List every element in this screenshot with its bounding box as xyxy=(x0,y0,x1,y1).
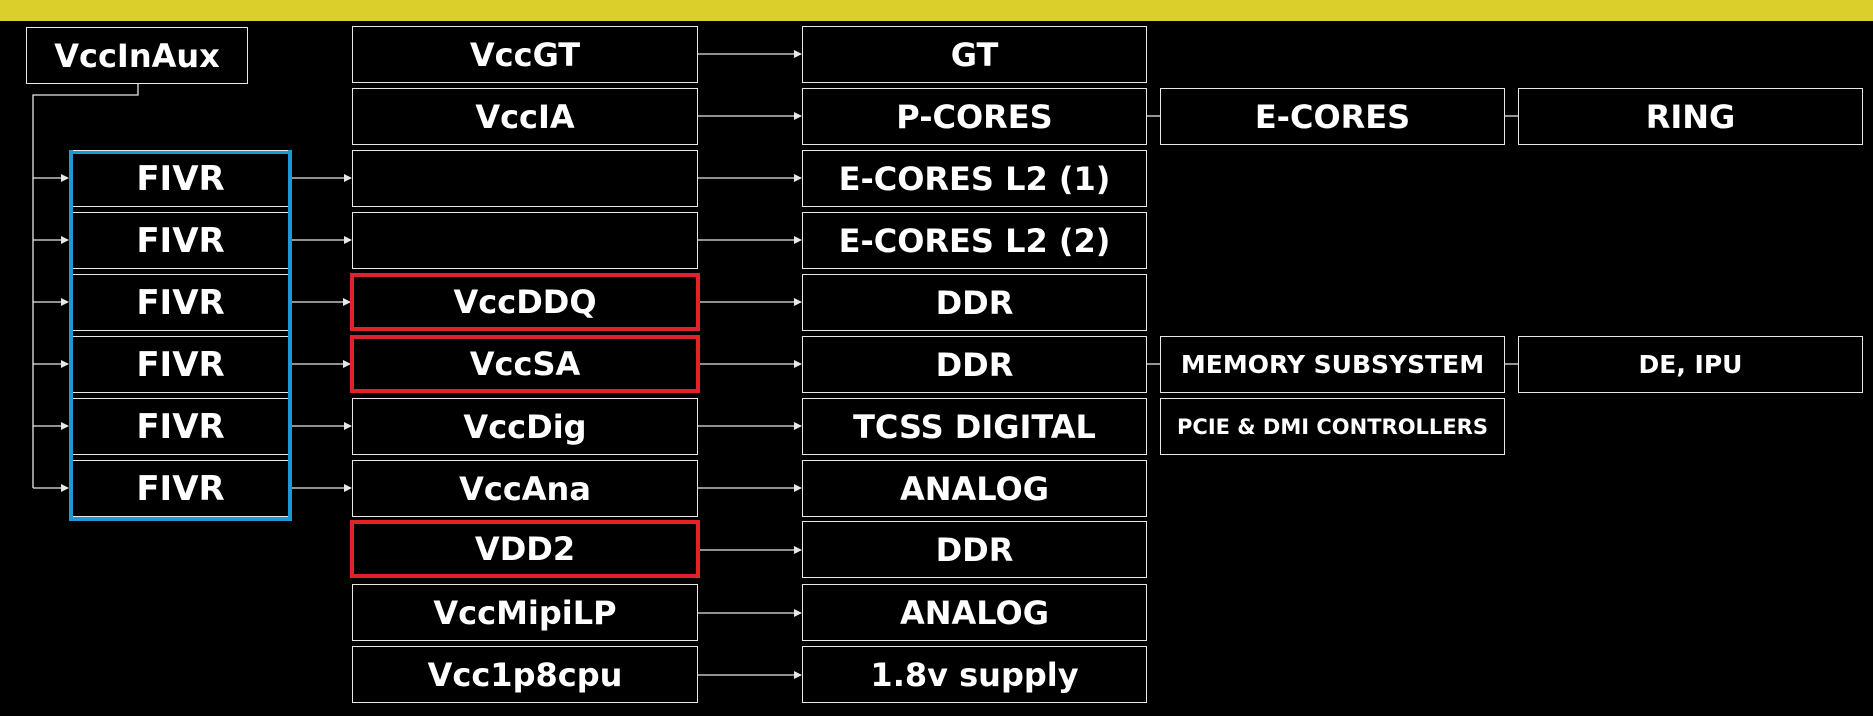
load-analog-2-label: ANALOG xyxy=(899,593,1050,632)
load-1p8v-supply: 1.8v supply xyxy=(802,646,1147,703)
fivr-box-5: FIVR xyxy=(73,398,288,455)
load-ddr-1: DDR xyxy=(802,274,1147,331)
load-e-cores-l2-1-label: E-CORES L2 (1) xyxy=(838,159,1111,198)
rail-vccddq-label: VccDDQ xyxy=(453,283,597,321)
vccinaux-box: VccInAux xyxy=(26,27,248,84)
load-p-cores: P-CORES xyxy=(802,88,1147,145)
rail-vccdig-label: VccDig xyxy=(463,407,587,446)
load-1p8v-supply-label: 1.8v supply xyxy=(870,655,1079,694)
load-analog-2: ANALOG xyxy=(802,584,1147,641)
extra-ring-label: RING xyxy=(1645,97,1736,136)
load-ddr-2-label: DDR xyxy=(935,345,1014,384)
rail-vccdig: VccDig xyxy=(352,398,698,455)
load-ddr-3-label: DDR xyxy=(935,530,1014,569)
rail-vccsa-label: VccSA xyxy=(469,345,581,383)
load-e-cores-l2-1: E-CORES L2 (1) xyxy=(802,150,1147,207)
rail-empty-1 xyxy=(352,150,698,207)
source-bus-line xyxy=(32,84,139,488)
extra-memory-subsystem: MEMORY SUBSYSTEM xyxy=(1160,336,1505,393)
fivr-box-3: FIVR xyxy=(73,274,288,331)
load-p-cores-label: P-CORES xyxy=(896,97,1053,136)
rail-vccgt-label: VccGT xyxy=(469,35,581,74)
load-e-cores-l2-2-label: E-CORES L2 (2) xyxy=(838,221,1111,260)
rail-vccmipilp-label: VccMipiLP xyxy=(433,593,617,632)
fivr-label-3: FIVR xyxy=(136,282,225,323)
load-e-cores-l2-2: E-CORES L2 (2) xyxy=(802,212,1147,269)
rail-vcc1p8cpu-label: Vcc1p8cpu xyxy=(427,655,623,694)
fivr-box-6: FIVR xyxy=(73,460,288,517)
fivr-label-4: FIVR xyxy=(136,344,225,385)
fivr-label-5: FIVR xyxy=(136,406,225,447)
fivr-box-1: FIVR xyxy=(73,150,288,207)
load-tcss-digital: TCSS DIGITAL xyxy=(802,398,1147,455)
fivr-label-2: FIVR xyxy=(136,220,225,261)
fivr-group-frame xyxy=(69,150,292,521)
rail-vccmipilp: VccMipiLP xyxy=(352,584,698,641)
load-analog-1: ANALOG xyxy=(802,460,1147,517)
extra-de-ipu-label: DE, IPU xyxy=(1638,350,1743,379)
header-bar xyxy=(0,0,1873,21)
fivr-label-6: FIVR xyxy=(136,468,225,509)
extra-pcie-dmi-label: PCIE & DMI CONTROLLERS xyxy=(1177,414,1488,439)
rail-vccia-label: VccIA xyxy=(475,97,575,136)
extra-pcie-dmi: PCIE & DMI CONTROLLERS xyxy=(1160,398,1505,455)
load-ddr-2: DDR xyxy=(802,336,1147,393)
rail-vccddq: VccDDQ xyxy=(350,273,700,331)
load-ddr-3: DDR xyxy=(802,521,1147,578)
rail-vccgt: VccGT xyxy=(352,26,698,83)
extra-e-cores-label: E-CORES xyxy=(1254,97,1411,136)
extra-e-cores: E-CORES xyxy=(1160,88,1505,145)
extra-memory-subsystem-label: MEMORY SUBSYSTEM xyxy=(1180,350,1485,379)
rail-vcc1p8cpu: Vcc1p8cpu xyxy=(352,646,698,703)
fivr-label-1: FIVR xyxy=(136,158,225,199)
load-gt-label: GT xyxy=(950,35,999,74)
load-tcss-digital-label: TCSS DIGITAL xyxy=(853,407,1096,446)
rail-vdd2: VDD2 xyxy=(350,520,700,578)
rail-vccana: VccAna xyxy=(352,460,698,517)
rail-vccsa: VccSA xyxy=(350,335,700,393)
extra-de-ipu: DE, IPU xyxy=(1518,336,1863,393)
rail-vccia: VccIA xyxy=(352,88,698,145)
fivr-box-4: FIVR xyxy=(73,336,288,393)
fivr-box-2: FIVR xyxy=(73,212,288,269)
rail-vdd2-label: VDD2 xyxy=(474,530,576,568)
load-gt: GT xyxy=(802,26,1147,83)
rail-empty-2 xyxy=(352,212,698,269)
vccinaux-label: VccInAux xyxy=(54,36,220,75)
load-ddr-1-label: DDR xyxy=(935,283,1014,322)
extra-ring: RING xyxy=(1518,88,1863,145)
rail-vccana-label: VccAna xyxy=(459,469,591,508)
load-analog-1-label: ANALOG xyxy=(899,469,1050,508)
